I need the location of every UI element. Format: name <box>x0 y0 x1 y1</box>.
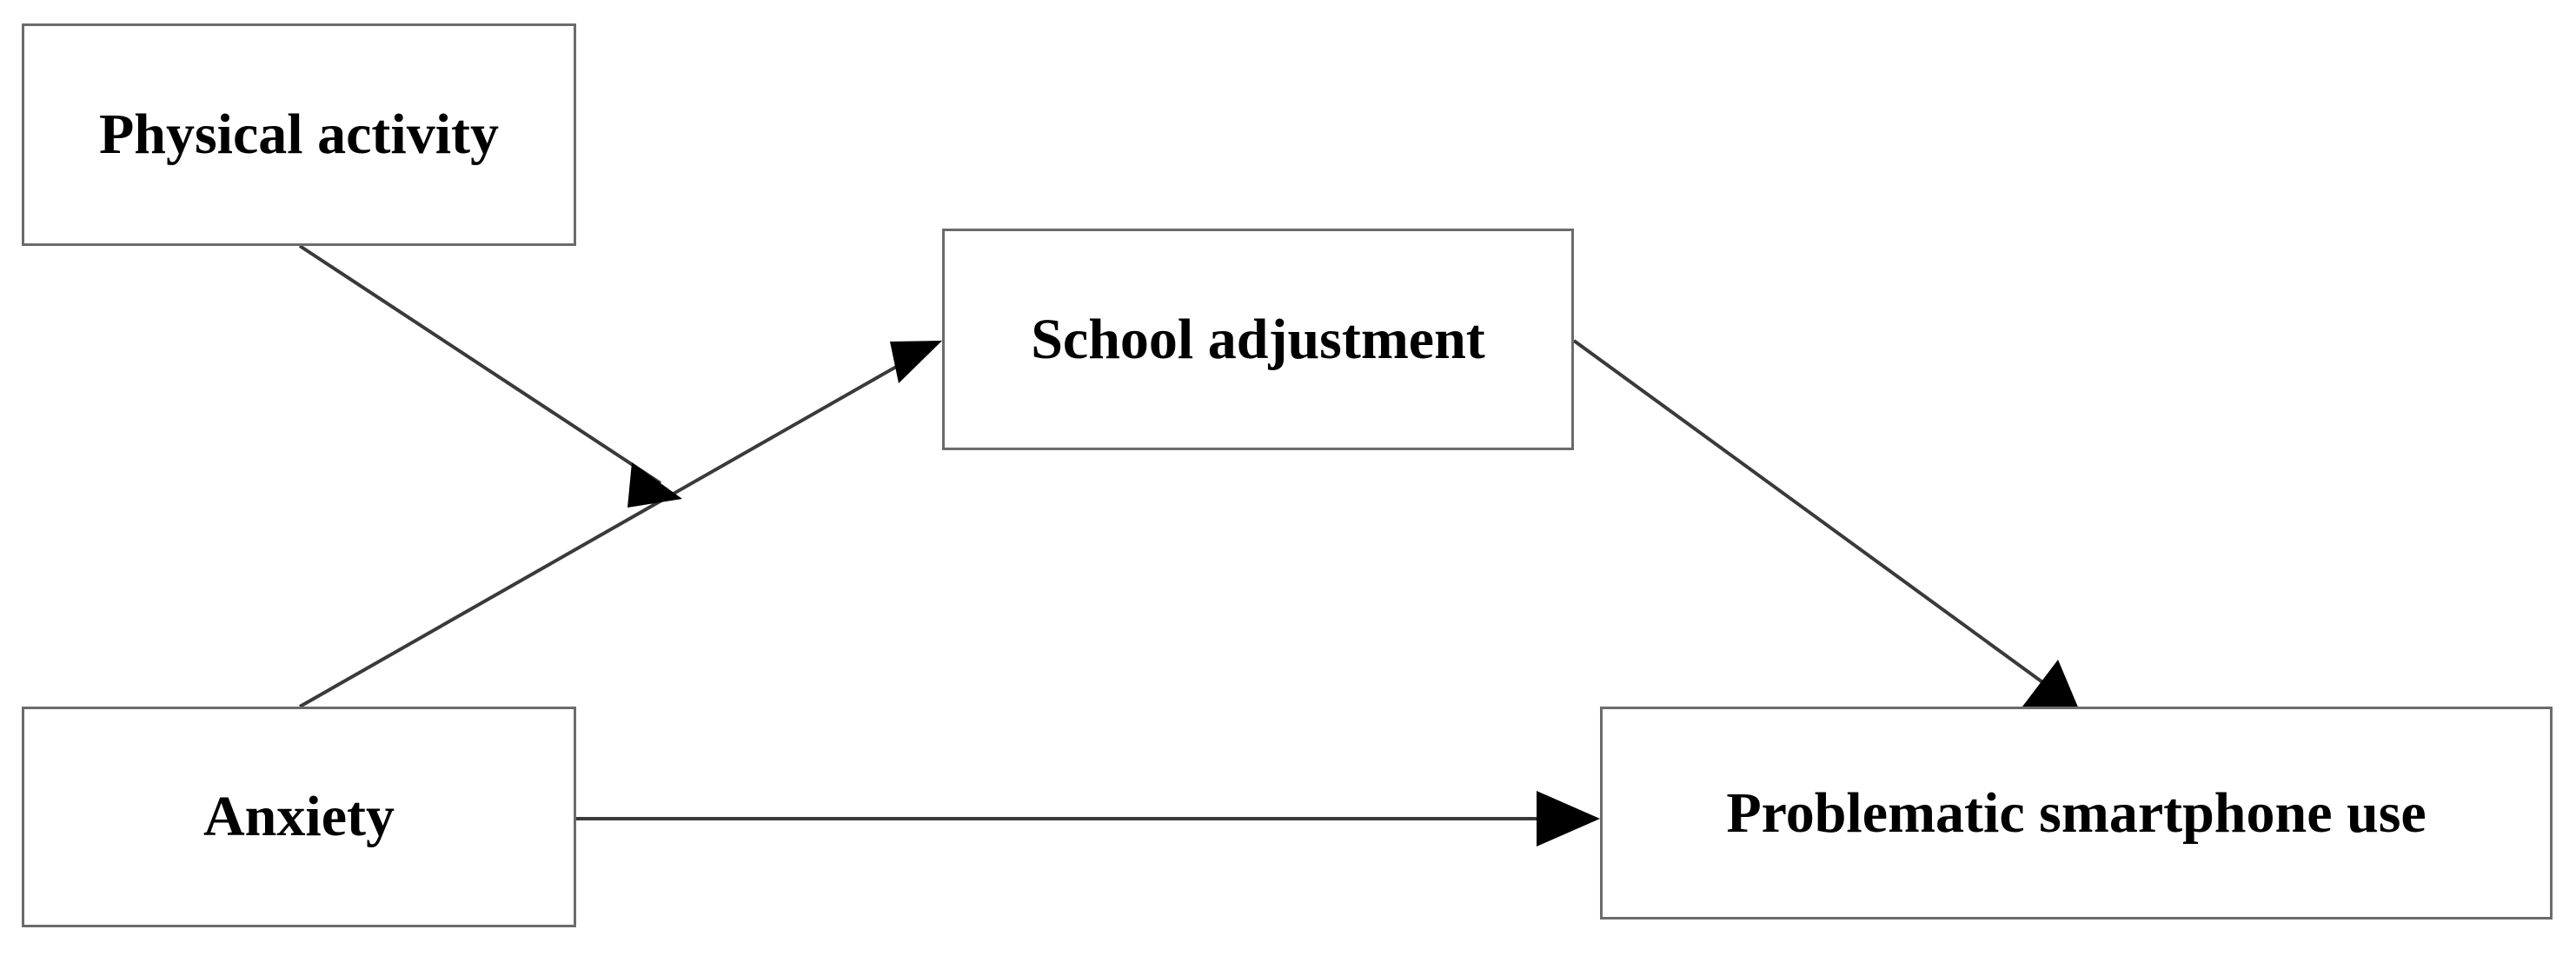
node-problematic-smartphone-use[interactable]: Problematic smartphone use <box>1600 707 2553 919</box>
arrowhead-icon <box>890 341 942 383</box>
node-label-school-adjustment: School adjustment <box>1031 307 1485 371</box>
node-physical-activity[interactable]: Physical activity <box>22 23 576 246</box>
node-label-anxiety: Anxiety <box>203 785 395 849</box>
arrowhead-icon <box>1537 791 1600 846</box>
edge-physical-activity-to-path <box>298 244 682 508</box>
node-school-adjustment[interactable]: School adjustment <box>942 229 1574 450</box>
edge-school-adjustment-to-problematic <box>1572 339 2079 709</box>
node-anxiety[interactable]: Anxiety <box>22 707 576 927</box>
edge-line <box>299 343 935 708</box>
node-label-problematic-smartphone-use: Problematic smartphone use <box>1726 780 2427 845</box>
edge-line <box>298 244 662 485</box>
arrowhead-icon <box>627 462 682 508</box>
arrowhead-icon <box>2022 660 2079 709</box>
edge-line <box>1572 339 2069 702</box>
edge-anxiety-to-school-adjustment <box>299 341 942 708</box>
edge-anxiety-to-problematic <box>576 791 1600 846</box>
node-label-physical-activity: Physical activity <box>98 103 500 167</box>
